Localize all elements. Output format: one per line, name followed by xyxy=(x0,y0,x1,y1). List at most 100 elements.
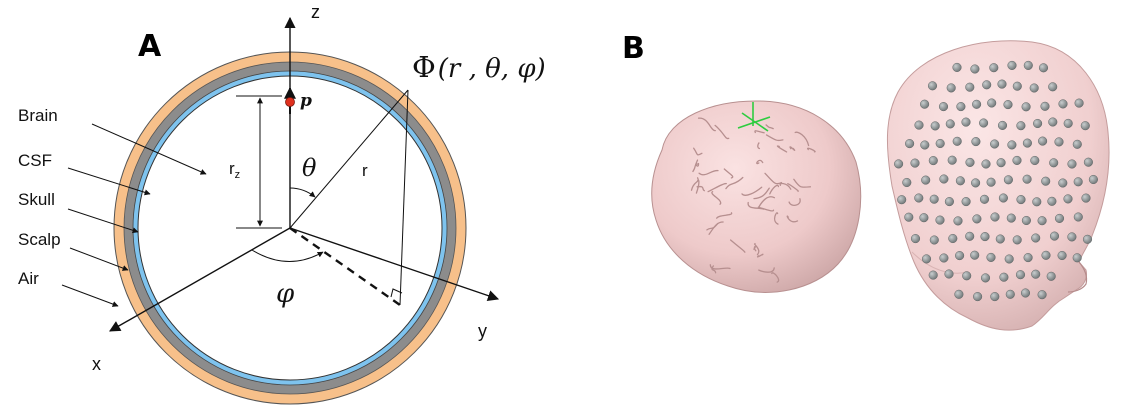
electrode xyxy=(948,233,958,244)
electrode xyxy=(1038,63,1049,73)
x-axis-label: x xyxy=(92,354,101,374)
theta-arc xyxy=(289,187,316,198)
gyrus-fold xyxy=(773,212,779,225)
electrode xyxy=(952,136,962,146)
electrode xyxy=(894,159,904,169)
gyrus-fold xyxy=(711,265,717,274)
gyrus-fold xyxy=(698,169,719,176)
electrode xyxy=(1046,271,1056,281)
gyrus-fold xyxy=(753,245,757,252)
electrode xyxy=(955,176,965,186)
layer-label-brain: Brain xyxy=(18,106,58,125)
electrode xyxy=(1038,136,1048,146)
gyrus-fold xyxy=(793,178,812,188)
electrode xyxy=(1082,234,1093,244)
gyrus-fold xyxy=(693,147,703,156)
gyrus-fold xyxy=(708,221,724,235)
electrode xyxy=(1081,193,1091,203)
electrode xyxy=(921,254,932,264)
electrode xyxy=(1020,288,1031,298)
layer-annotations: Brain CSF Skull Scalp Air xyxy=(18,106,207,307)
electrode xyxy=(965,157,975,167)
phi-label: φ xyxy=(276,279,295,309)
electrode xyxy=(980,232,990,242)
coordinate-marker xyxy=(737,102,771,132)
pointer-skull xyxy=(67,208,139,234)
electrode xyxy=(1030,155,1040,166)
theta-label: θ xyxy=(302,154,317,182)
electrode xyxy=(996,158,1006,168)
electrode xyxy=(997,120,1008,130)
electrode xyxy=(1049,158,1059,168)
panel-b-head-model: B xyxy=(622,31,1110,331)
electrode xyxy=(1041,250,1051,260)
phi-arc xyxy=(251,249,324,262)
electrode xyxy=(947,155,957,165)
rz-label: rz xyxy=(229,159,240,181)
electrode xyxy=(986,177,996,187)
electrode xyxy=(998,193,1008,203)
layer-label-csf: CSF xyxy=(18,151,52,170)
electrode xyxy=(910,158,920,168)
electrode xyxy=(929,194,939,204)
electrode xyxy=(1023,60,1033,70)
electrode xyxy=(935,138,945,149)
electrode xyxy=(1057,250,1067,261)
pointer-air xyxy=(61,284,119,307)
electrode xyxy=(1063,118,1073,128)
electrode xyxy=(905,139,915,149)
r-label: r xyxy=(362,161,368,180)
electrode xyxy=(1023,253,1033,263)
electrode xyxy=(952,62,962,72)
pointer-brain xyxy=(91,123,207,175)
brain-surface xyxy=(651,100,862,293)
y-axis-label: y xyxy=(478,321,487,341)
brain-surface-render xyxy=(651,100,862,293)
electrode xyxy=(982,80,992,90)
electrode xyxy=(1049,231,1060,241)
gyrus-fold xyxy=(787,183,799,192)
electrode xyxy=(1088,174,1098,185)
pointer-csf xyxy=(67,167,151,196)
layer-label-skull: Skull xyxy=(18,190,55,209)
gyrus-fold xyxy=(707,182,727,193)
electrode xyxy=(1047,196,1057,206)
r-vector xyxy=(289,89,409,229)
gyrus-fold xyxy=(714,124,730,140)
gyrus-fold xyxy=(729,239,746,253)
electrode xyxy=(990,212,1000,222)
electrode xyxy=(1005,289,1015,299)
head-surface-render xyxy=(886,40,1110,331)
projection-vertical xyxy=(399,89,409,306)
gyrus-fold xyxy=(753,187,770,200)
electrode xyxy=(945,119,955,129)
gyrus-fold xyxy=(769,184,780,195)
electrode xyxy=(1007,60,1017,70)
gyrus-fold xyxy=(758,267,775,273)
electrode xyxy=(897,195,907,205)
electrode xyxy=(902,177,912,188)
nose-contour xyxy=(1067,261,1088,293)
gyrus-fold xyxy=(757,206,775,212)
gyrus-fold xyxy=(789,146,796,151)
gyrus-fold xyxy=(771,272,780,283)
layer-label-air: Air xyxy=(18,269,39,288)
electrode xyxy=(1033,118,1043,129)
gyrus-fold xyxy=(806,147,816,153)
electrode xyxy=(919,213,929,223)
electrode xyxy=(955,251,965,261)
pointer-scalp xyxy=(69,247,129,271)
electrode xyxy=(961,197,971,207)
electrode xyxy=(962,271,972,281)
gyrus-fold xyxy=(725,176,744,190)
electrode xyxy=(1031,233,1041,243)
electrode xyxy=(1021,102,1031,112)
electrode xyxy=(970,64,980,74)
electrode xyxy=(929,235,939,245)
electrode xyxy=(987,98,997,108)
electrode xyxy=(1003,100,1013,110)
electrode xyxy=(1073,177,1083,187)
electrode xyxy=(910,234,921,244)
y-axis xyxy=(289,227,500,302)
electrode xyxy=(961,117,971,127)
